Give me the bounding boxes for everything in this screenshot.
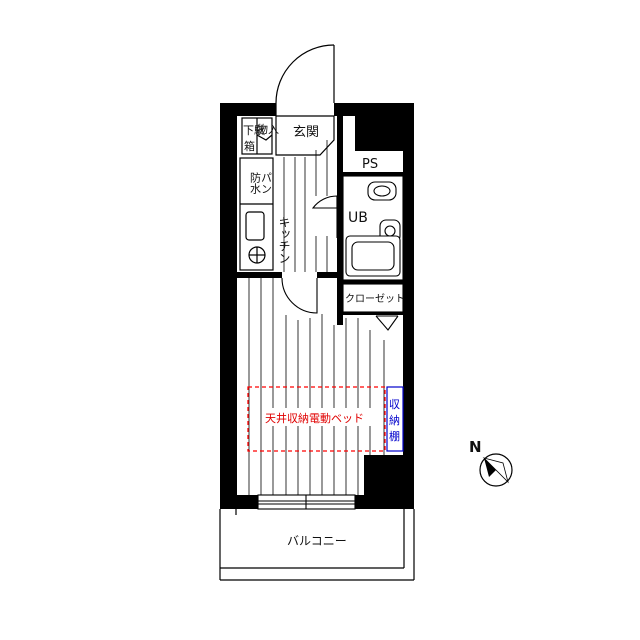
- unit-bath-label: UB: [348, 210, 368, 226]
- window: [257, 494, 356, 510]
- balcony-label: バルコニー: [287, 534, 347, 548]
- closet-area: [342, 283, 404, 331]
- shoe-box-label-1: 下駄: [243, 123, 265, 137]
- compass-north-label: N: [469, 438, 482, 456]
- ceiling-bed-outline: [247, 386, 386, 452]
- balcony-outline: [219, 509, 415, 581]
- shoe-box-label-2: 箱: [244, 139, 255, 153]
- storage-shelf-char-2: 納: [389, 414, 400, 427]
- pipe-space-label: PS: [362, 157, 378, 172]
- unit-bath: [342, 175, 404, 281]
- entrance-area: [275, 116, 335, 156]
- storage-label: 物入: [257, 122, 279, 136]
- entrance-label: 玄関: [293, 125, 319, 140]
- waterproof-pan-label-2: パン: [260, 172, 273, 194]
- outer-walls: [220, 103, 414, 509]
- storage-shelf-char-1: 収: [389, 398, 400, 411]
- kitchen-counter: [239, 157, 274, 271]
- waterproof-pan-label: 防水 パン: [249, 171, 273, 194]
- room-door: [281, 277, 318, 314]
- ceiling-bed-label-bg: [262, 408, 372, 426]
- bathroom-door: [311, 195, 338, 238]
- storage-shelf-outline: [386, 386, 404, 452]
- storage-shelf-char-3: 棚: [389, 429, 400, 443]
- shoe-box: [241, 117, 273, 155]
- kitchen-floor: [283, 140, 328, 272]
- closet-label: クローゼット: [345, 293, 405, 305]
- compass: N: [469, 438, 513, 487]
- waterproof-pan-label-1: 防水: [249, 171, 262, 194]
- ceiling-bed-label: 天井収納電動ベッド: [265, 411, 364, 425]
- kitchen-label: キッチン: [277, 216, 291, 264]
- entrance-door: [275, 44, 335, 117]
